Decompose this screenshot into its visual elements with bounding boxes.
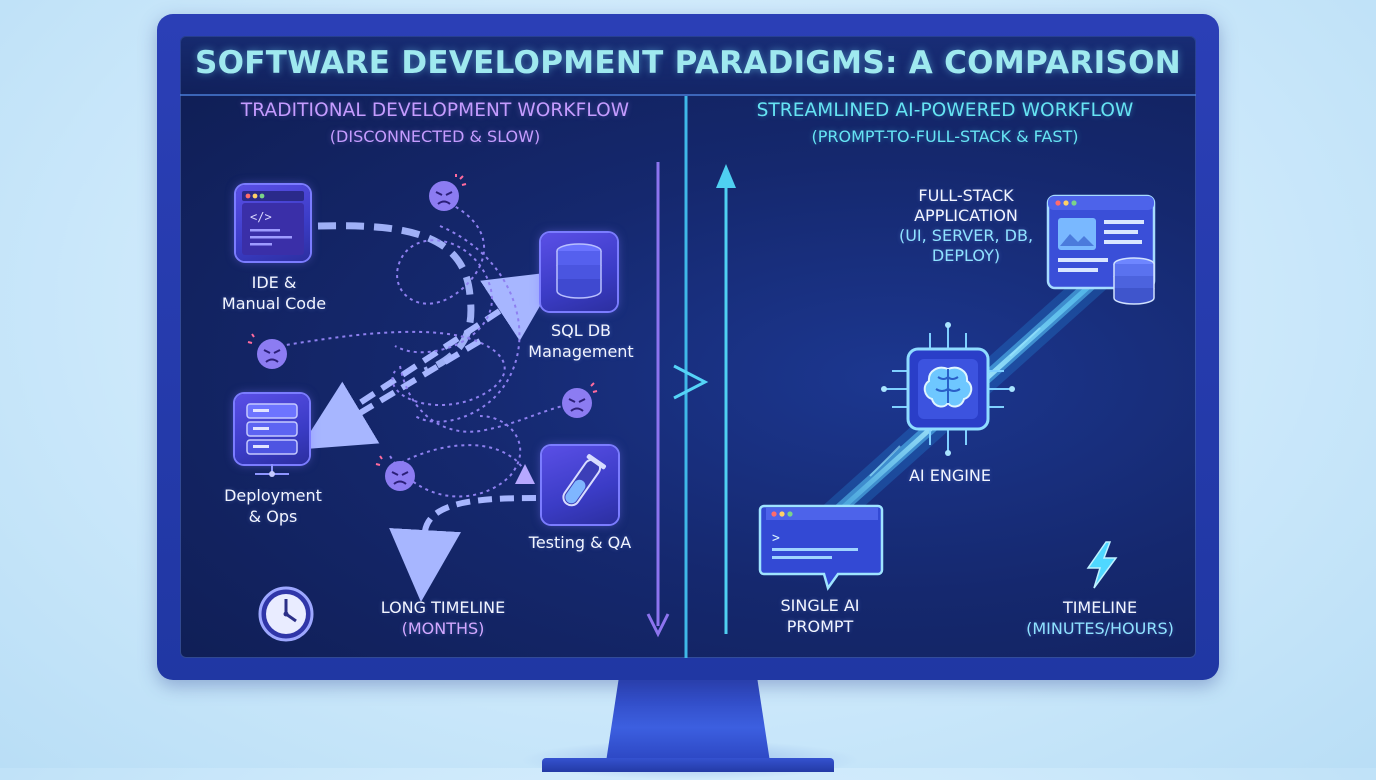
right-timeline-label: TIMELINE (MINUTES/HOURS): [1026, 598, 1174, 638]
to-deploy-path: [299, 338, 482, 450]
page-title: SOFTWARE DEVELOPMENT PARADIGMS: A COMPAR…: [195, 45, 1181, 81]
frustrated-face-icon: [375, 455, 415, 491]
fullstack-label: FULL-STACK APPLICATION (UI, SERVER, DB, …: [898, 186, 1034, 265]
deploy-tile: [235, 394, 309, 477]
left-timeline-label: LONG TIMELINE (MONTHS): [380, 598, 506, 638]
title-bar: SOFTWARE DEVELOPMENT PARADIGMS: A COMPAR…: [180, 36, 1196, 96]
right-subheading: (PROMPT-TO-FULL-STACK & FAST): [811, 127, 1079, 146]
svg-text:</>: </>: [250, 210, 272, 224]
testing-to-timeline-path: [389, 495, 537, 602]
chat-prompt-icon: >: [758, 504, 884, 591]
frustrated-face-icon: [429, 174, 467, 211]
engine-label: AI ENGINE: [908, 466, 992, 485]
center-divider: [646, 96, 736, 658]
app-window-database-icon: [1046, 194, 1156, 305]
monitor-base: [542, 758, 834, 772]
left-tangle-connections: [279, 195, 576, 602]
brain-chip-icon: [881, 322, 1015, 456]
monitor-screen: SOFTWARE DEVELOPMENT PARADIGMS: A COMPAR…: [180, 36, 1196, 658]
svg-text:>: >: [772, 531, 780, 546]
prompt-label: SINGLE AI PROMPT: [780, 596, 860, 636]
right-heading: STREAMLINED AI-POWERED WORKFLOW: [756, 100, 1134, 121]
database-icon: [556, 243, 602, 299]
ide-label: IDE & Manual Code: [221, 273, 327, 313]
db-label: SQL DB Management: [528, 321, 634, 361]
monitor-stand: [606, 676, 770, 762]
testing-tile: [542, 446, 618, 524]
frustrated-face-icon: [562, 382, 598, 418]
db-tile: [541, 233, 617, 311]
lightning-bolt-icon: [1086, 541, 1118, 589]
fullstack-app-tile: [1046, 194, 1156, 314]
test-tube-icon: [562, 454, 607, 507]
left-subheading: (DISCONNECTED & SLOW): [329, 127, 541, 146]
frustrated-face-icon: [247, 333, 287, 369]
code-window-icon: </>: [242, 191, 304, 255]
ai-beam: [796, 262, 1114, 550]
left-heading: TRADITIONAL DEVELOPMENT WORKFLOW: [240, 100, 630, 121]
clock-icon: [258, 586, 314, 642]
ide-tile: </>: [236, 185, 310, 261]
server-rack-icon: [246, 403, 298, 477]
deploy-label: Deployment & Ops: [224, 486, 322, 526]
testing-label: Testing & QA: [528, 533, 632, 552]
